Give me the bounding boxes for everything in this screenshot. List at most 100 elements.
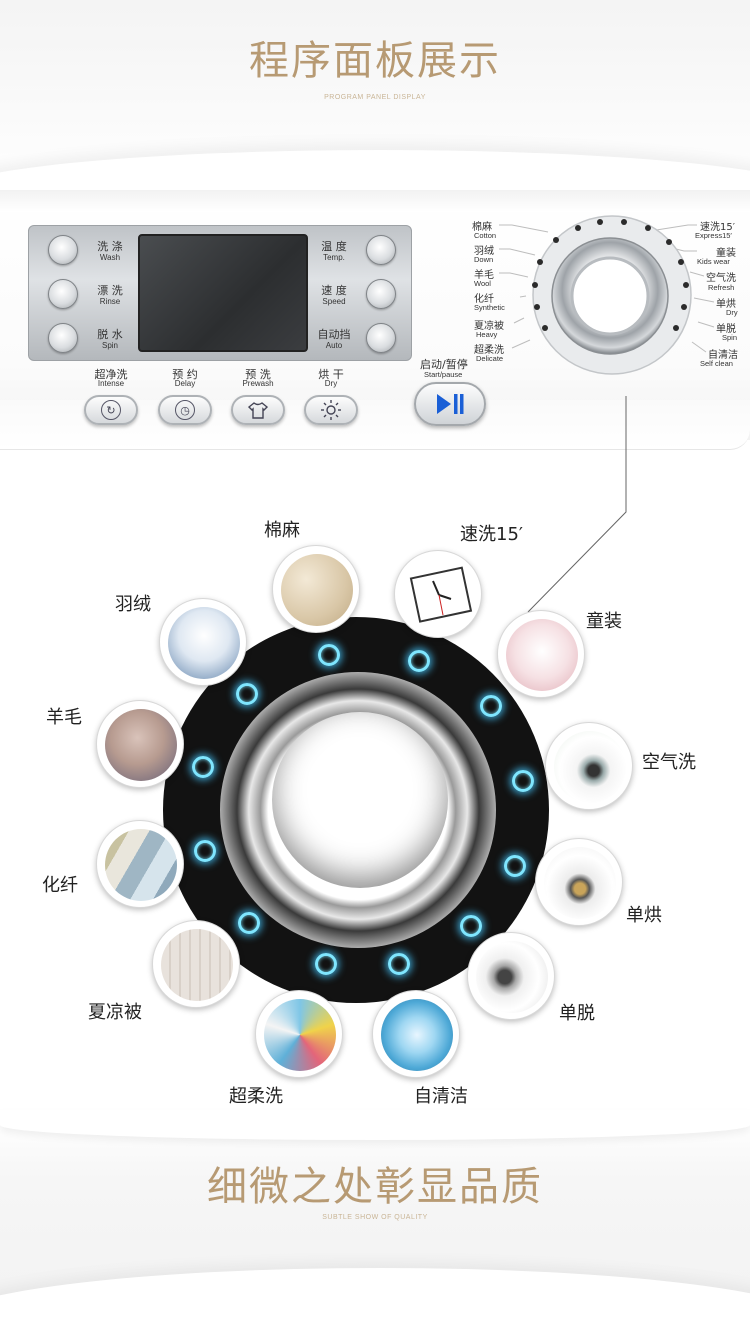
temp-label: 温 度 (321, 240, 347, 253)
program-thumb-heavy[interactable] (152, 920, 240, 1008)
intense-label: 超净洗 (94, 368, 128, 381)
synthetic-fabric-image (105, 829, 177, 901)
clock-icon: ◷ (175, 400, 195, 420)
dial-label-delicate-en: Delicate (476, 354, 504, 363)
quilt-image (161, 929, 233, 1001)
speed-button[interactable] (366, 279, 396, 309)
program-thumb-refresh[interactable] (545, 722, 633, 810)
delay-label: 预 约 (172, 368, 198, 381)
shirt-icon (247, 402, 269, 419)
program-label-down: 羽绒 (115, 594, 151, 615)
led-indicator-dry (504, 855, 526, 877)
silk-scarf-image (264, 999, 336, 1071)
led-indicator-kids (480, 695, 502, 717)
program-thumb-down[interactable] (159, 598, 247, 686)
led-indicator-heavy (238, 912, 260, 934)
delay-button[interactable]: ◷ (158, 395, 212, 425)
program-thumb-express[interactable] (394, 550, 482, 638)
clock-image (403, 559, 475, 631)
start-pause-button[interactable] (414, 382, 486, 426)
program-label-express: 速洗15′ (460, 524, 523, 545)
rinse-button[interactable] (48, 279, 78, 309)
washer-dry-image (544, 847, 616, 919)
led-indicator-cotton (318, 644, 340, 666)
led-indicator-express (408, 650, 430, 672)
dial-label-spin-en: Spin (722, 333, 738, 342)
dial-label-refresh-en: Refresh (708, 283, 735, 292)
program-thumb-synthetic[interactable] (96, 820, 184, 908)
dial-label-wool: 羊毛 (474, 270, 494, 281)
program-thumb-selfclean[interactable] (372, 990, 460, 1078)
washer-refresh-image (554, 731, 626, 803)
footer-subtitle: SUBTLE SHOW OF QUALITY (322, 1214, 428, 1221)
dial-label-synthetic-en: Synthetic (474, 303, 505, 312)
dry-button[interactable] (304, 395, 358, 425)
temp-button[interactable] (366, 235, 396, 265)
rinse-label: 漂 洗 (97, 284, 123, 297)
spin-label-en: Spin (101, 341, 118, 350)
dial-label-spin: 单脱 (716, 324, 736, 335)
intense-label-en: Intense (97, 379, 125, 388)
dial-label-kids-en: Kids wear (697, 257, 730, 266)
led-indicator-refresh (512, 770, 534, 792)
connector-line (527, 396, 627, 613)
dial-label-dry-en: Dry (726, 308, 738, 317)
dial-label-refresh: 空气洗 (706, 273, 736, 284)
sun-icon (321, 400, 341, 420)
start-label-en: Start/pause (424, 370, 463, 379)
cotton-fabric-image (281, 554, 353, 626)
auto-label-en: Auto (325, 341, 343, 350)
drum-clean-image (381, 999, 453, 1071)
program-label-cotton: 棉麻 (264, 520, 300, 541)
program-label-wool: 羊毛 (46, 707, 82, 728)
play-pause-icon (437, 394, 464, 414)
led-indicator-selfclean (388, 953, 410, 975)
program-thumb-spin[interactable] (467, 932, 555, 1020)
wash-label: 洗 涤 (97, 240, 123, 253)
auto-button[interactable] (366, 323, 396, 353)
program-label-refresh: 空气洗 (642, 752, 696, 773)
spin-label: 脱 水 (97, 328, 123, 341)
program-label-spin: 单脱 (559, 1003, 595, 1024)
delay-label-en: Delay (174, 379, 196, 388)
dry-label: 烘 干 (318, 368, 344, 381)
dial-label-dry: 单烘 (716, 299, 736, 310)
dial-label-express-en: Express15′ (695, 231, 732, 240)
dial-label-delicate: 超柔洗 (474, 345, 504, 356)
wash-label-en: Wash (99, 253, 121, 262)
intense-cycle-icon: ↻ (101, 400, 121, 420)
dial-label-selfclean-en: Self clean (700, 359, 733, 368)
program-thumb-delicate[interactable] (255, 990, 343, 1078)
intense-button[interactable]: ↻ (84, 395, 138, 425)
program-thumb-kids[interactable] (497, 610, 585, 698)
dial-label-heavy: 夏凉被 (474, 321, 504, 332)
footer-divider (0, 1110, 750, 1140)
led-indicator-wool (192, 756, 214, 778)
prewash-label-en: Prewash (242, 379, 274, 388)
down-jacket-image (168, 607, 240, 679)
dial-tick-lines (499, 224, 715, 353)
wash-button[interactable] (48, 235, 78, 265)
led-indicator-spin (460, 915, 482, 937)
washer-spin-image (476, 941, 548, 1013)
panel-dial-dots (532, 219, 689, 331)
panel-top-strip (0, 190, 750, 212)
lcd-display (138, 234, 308, 352)
footer-title: 细微之处彰显品质 (207, 1164, 543, 1210)
spin-button[interactable] (48, 323, 78, 353)
dial-label-heavy-en: Heavy (476, 330, 498, 339)
temp-label-en: Temp. (323, 253, 345, 262)
dry-label-en: Dry (324, 379, 338, 388)
program-thumb-cotton[interactable] (272, 545, 360, 633)
page-subtitle: PROGRAM PANEL DISPLAY (324, 94, 426, 101)
program-label-delicate: 超柔洗 (229, 1086, 283, 1107)
footer-wave (0, 1268, 750, 1324)
prewash-button[interactable] (231, 395, 285, 425)
page-title: 程序面板展示 (249, 38, 501, 84)
program-dial-center (272, 712, 448, 888)
program-thumb-wool[interactable] (96, 700, 184, 788)
program-thumb-dry[interactable] (535, 838, 623, 926)
prewash-label: 预 洗 (245, 368, 271, 381)
speed-label: 速 度 (321, 284, 347, 297)
